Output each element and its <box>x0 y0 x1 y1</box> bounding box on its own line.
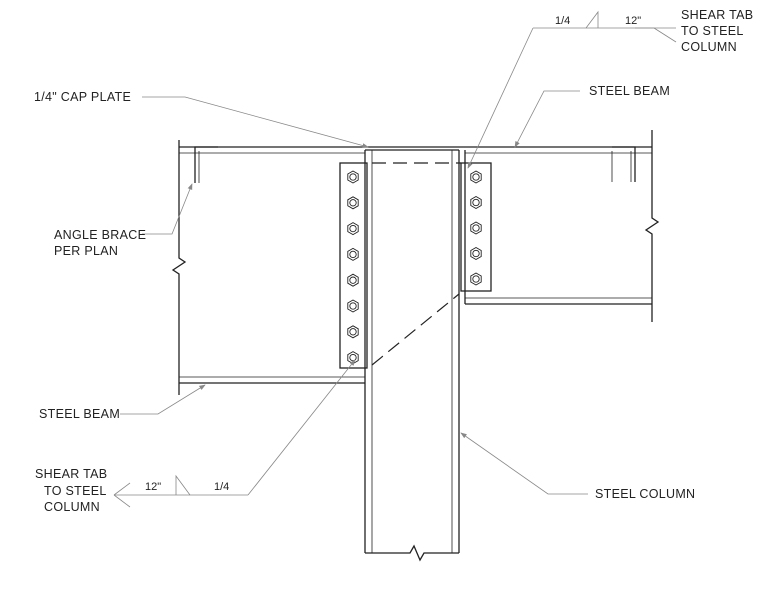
weld-bottom-length: 12" <box>145 481 161 493</box>
left-tab-bolt-washer <box>349 173 357 181</box>
left-tab-bolt-washer <box>349 302 357 310</box>
left-tab-bolt-washer <box>349 276 357 284</box>
label-shear-tab-bottom-1: SHEAR TAB <box>35 467 107 481</box>
label-shear-tab-top-3: COLUMN <box>681 40 737 54</box>
label-shear-tab-top-1: SHEAR TAB <box>681 8 753 22</box>
steel-beam-left <box>171 140 365 395</box>
right-tab-bolt-washer <box>472 224 480 232</box>
label-angle-brace-1: ANGLE BRACE <box>54 228 146 242</box>
label-angle-brace-2: PER PLAN <box>54 244 118 258</box>
left-tab-bolt-washer <box>349 250 357 259</box>
hidden-lines <box>371 162 461 366</box>
label-shear-tab-bottom-3: COLUMN <box>44 500 100 514</box>
weld-top-size: 1/4 <box>555 15 570 27</box>
label-shear-tab-bottom-2: TO STEEL <box>44 484 107 498</box>
label-cap-plate: 1/4" CAP PLATE <box>34 90 131 104</box>
label-steel-column: STEEL COLUMN <box>595 487 695 501</box>
right-tab-bolt-washer <box>472 198 480 207</box>
angle-brace-left <box>194 146 218 183</box>
cap-plate <box>365 146 459 151</box>
bolts-left <box>347 170 359 365</box>
weld-symbol-bottom <box>175 474 191 496</box>
left-tab-bolt-washer <box>349 224 357 233</box>
label-shear-tab-top-2: TO STEEL <box>681 24 744 38</box>
weld-bottom-size: 1/4 <box>214 481 229 493</box>
right-tab-bolt-washer <box>472 173 480 181</box>
angle-brace-right <box>611 146 636 182</box>
steel-column <box>364 150 460 562</box>
weld-symbol-top <box>585 10 599 29</box>
bolts-right <box>470 170 482 286</box>
weld-top-length: 12" <box>625 15 641 27</box>
shear-tab-left <box>339 162 368 369</box>
left-tab-bolt-washer <box>349 353 357 362</box>
leader-lines <box>113 27 677 508</box>
label-steel-beam-right: STEEL BEAM <box>589 84 670 98</box>
left-tab-bolt-washer <box>349 199 357 207</box>
shear-tab-right <box>460 162 492 292</box>
left-tab-bolt-washer <box>349 328 357 336</box>
steel-beam-right <box>459 130 660 322</box>
right-tab-bolt-washer <box>472 249 480 258</box>
label-steel-beam-left: STEEL BEAM <box>39 407 120 421</box>
right-tab-bolt-washer <box>472 275 480 283</box>
